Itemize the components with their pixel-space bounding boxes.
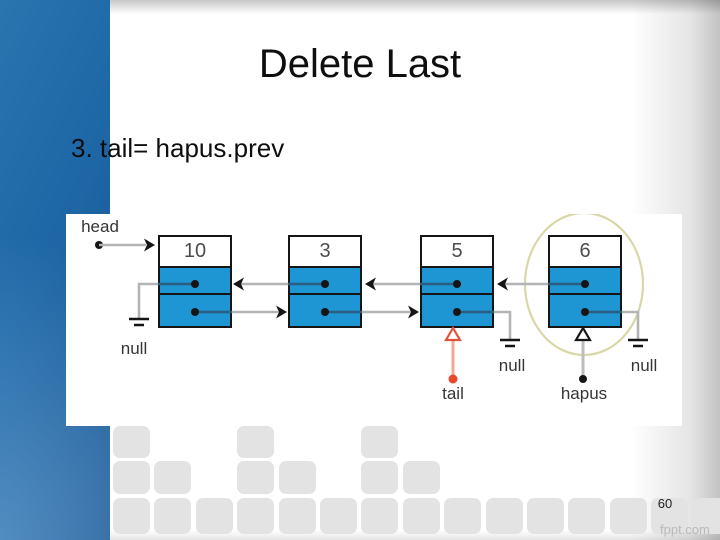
decor-square — [237, 426, 275, 458]
decor-square — [609, 498, 647, 534]
linked-list-diagram: 10 3 5 6 head null null null tail hapus — [66, 214, 682, 426]
slide-step-text: 3. tail= hapus.prev — [71, 133, 285, 163]
decor-square — [237, 461, 275, 494]
decor-square — [237, 498, 275, 534]
node-prev-cell — [422, 268, 492, 295]
decor-square — [692, 498, 720, 534]
node-prev-cell — [290, 268, 360, 295]
decor-square — [444, 498, 482, 534]
decor-square — [113, 498, 150, 534]
fppt-watermark: fppt.com — [660, 522, 710, 537]
decor-square — [113, 426, 150, 458]
decor-square — [361, 426, 399, 458]
decor-square — [278, 461, 316, 494]
decor-square — [195, 498, 233, 534]
node-value: 3 — [290, 237, 360, 268]
null-label-hapus-next: null — [630, 356, 658, 375]
decor-square — [278, 498, 316, 534]
decor-square — [402, 498, 440, 534]
tail-pointer-label: tail — [442, 384, 464, 403]
node-prev-cell — [160, 268, 230, 295]
decor-square — [568, 498, 606, 534]
decor-square — [527, 498, 564, 534]
decor-square — [651, 498, 689, 534]
decor-square — [485, 498, 523, 534]
decor-square — [361, 461, 399, 494]
decor-square — [113, 461, 150, 494]
null-label-head-prev: null — [120, 339, 148, 358]
decor-square — [361, 498, 399, 534]
null-label-tail-next: null — [498, 356, 526, 375]
decor-square — [154, 461, 192, 494]
node-value: 10 — [160, 237, 230, 268]
list-node-3: 3 — [288, 235, 362, 328]
decor-square — [402, 461, 440, 494]
head-pointer-label: head — [81, 217, 119, 236]
node-value: 5 — [422, 237, 492, 268]
slide-title: Delete Last — [258, 42, 462, 86]
hapus-pointer-label: hapus — [560, 384, 608, 403]
decor-square — [154, 498, 192, 534]
decor-square — [320, 498, 357, 534]
page-number: 60 — [657, 496, 673, 511]
